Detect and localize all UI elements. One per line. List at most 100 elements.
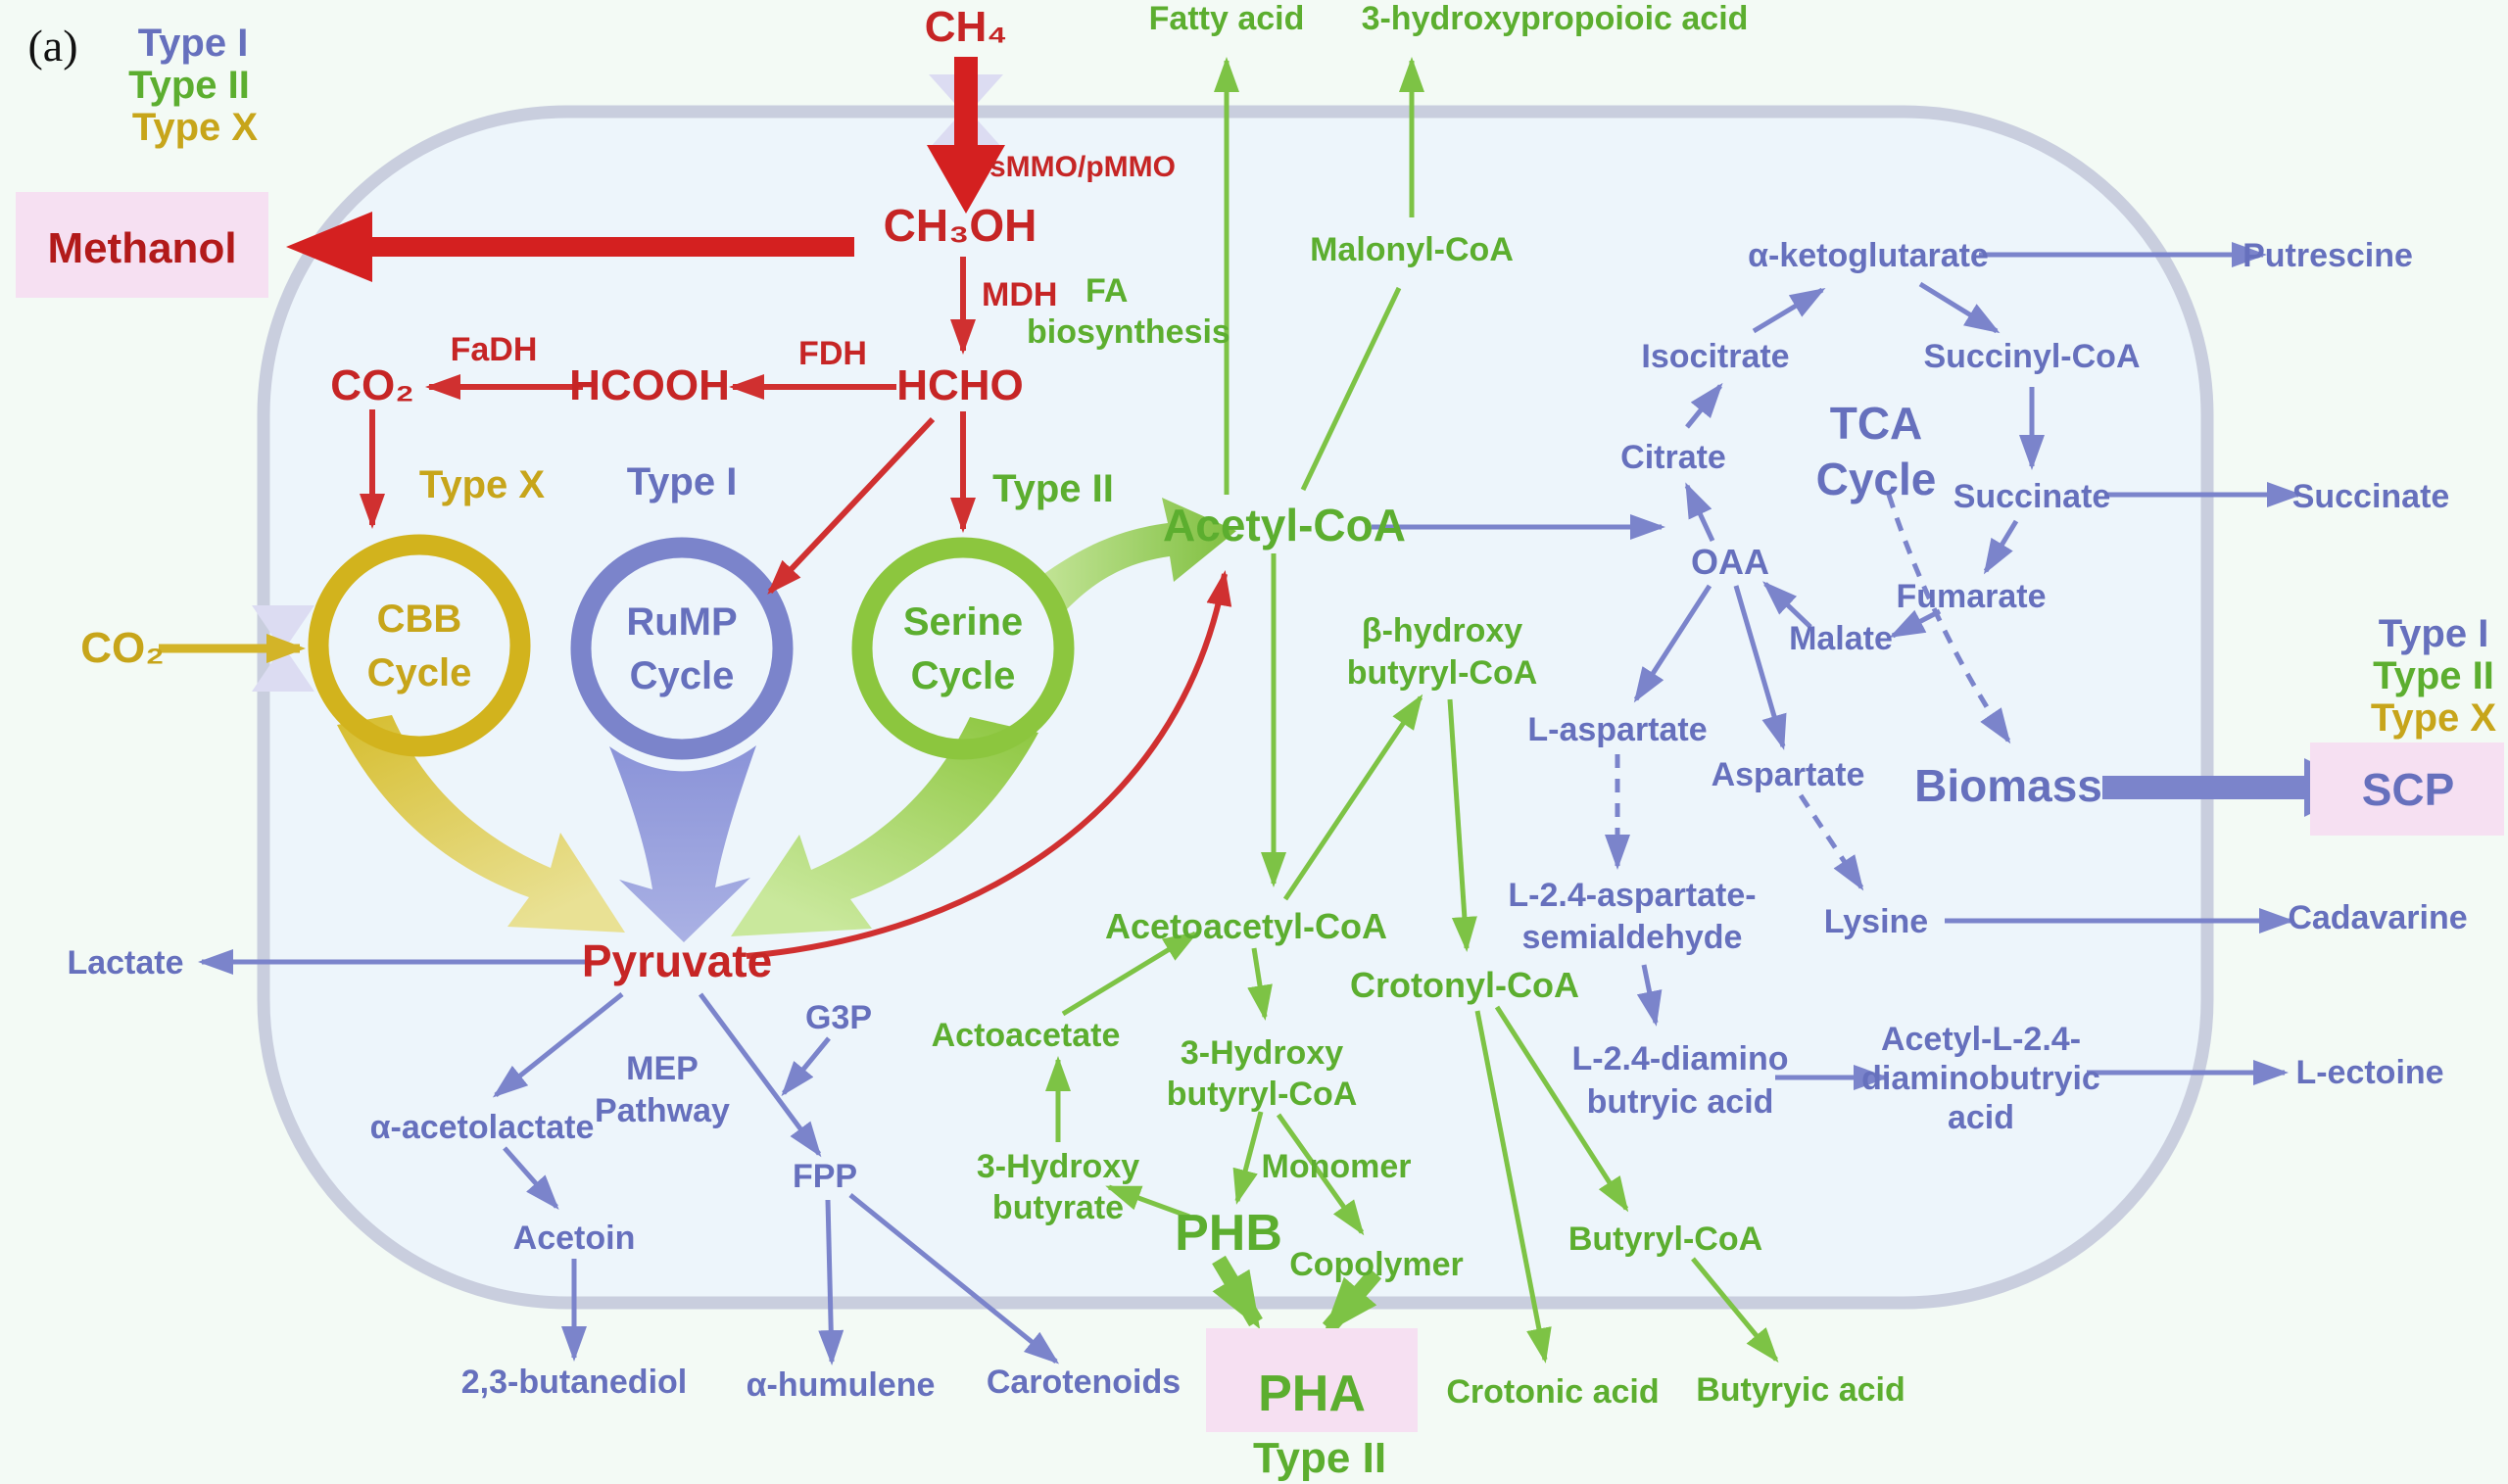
node-malonyl-coa: Malonyl-CoA (1310, 231, 1514, 268)
scp-box (2310, 742, 2504, 836)
arrow-ch3oh-to-methanol (286, 212, 854, 282)
node-hb: 3-Hydroxy (977, 1148, 1139, 1185)
node-oaa: OAA (1691, 542, 1769, 582)
arrow-succinate-to-fumarate (1983, 519, 2019, 575)
arrow-acetolactate-to-acetoin (503, 1146, 559, 1210)
arrow-ch4-into-cell (927, 57, 1005, 214)
arrow-copolymer-to-pha (1322, 1268, 1382, 1335)
node-co2-red: CO₂ (330, 361, 414, 409)
node-asp-semialdehyde2: semialdehyde (1522, 919, 1743, 956)
node-acetyl-dab2: diaminobutryic (1861, 1060, 2100, 1097)
serine-cycle-ring (851, 537, 1075, 760)
legend-left-type2: Type II (128, 64, 250, 107)
legend-right-type1: Type I (2379, 612, 2489, 655)
node-hb-coa2: butyryl-CoA (1167, 1076, 1358, 1113)
node-putrescine: Putrescine (2243, 237, 2413, 274)
node-crotonyl-coa: Crotonyl-CoA (1350, 965, 1579, 1005)
node-acetyl-dab: Acetyl-L-2.4- (1881, 1021, 2081, 1058)
node-fa-biosynthesis: biosynthesis (1027, 313, 1230, 351)
node-diamino2: butryic acid (1587, 1083, 1774, 1121)
type-label-serine: Type II (992, 467, 1114, 510)
tca-cycle-label2: Cycle (1816, 454, 1937, 504)
node-fatty-acid: Fatty acid (1149, 0, 1305, 37)
type-label-rump: Type I (627, 460, 738, 503)
node-l-aspartate: L-aspartate (1527, 711, 1707, 748)
legend-left-type1: Type I (138, 22, 249, 65)
node-g3p: G3P (805, 999, 872, 1036)
node-acetyl-coa: Acetyl-CoA (1163, 500, 1406, 551)
node-lysine: Lysine (1824, 903, 1928, 940)
enzyme-fadh: FaDH (451, 331, 538, 368)
node-hcooh: HCOOH (569, 361, 730, 409)
arrow-crotonyl-to-butyryl (1494, 1005, 1629, 1213)
node-l-ectoine: L-ectoine (2295, 1054, 2443, 1091)
node-butyryl-coa: Butyryl-CoA (1568, 1221, 1762, 1258)
node-diamino: L-2.4-diamino (1571, 1040, 1788, 1077)
arrow-akg-to-succinylcoa (1918, 281, 2001, 334)
node-hb-coa: 3-Hydroxy (1181, 1034, 1343, 1072)
enzyme-smmo-pmmo: sMMO/pMMO (989, 151, 1176, 183)
node-butyryic-acid: Butyryic acid (1696, 1371, 1905, 1409)
funnel-serine-to-pyruvate (731, 717, 1038, 936)
arrow-bhydroxy-to-crotonyl (1447, 698, 1477, 952)
node-fumarate: Fumarate (1896, 578, 2046, 615)
node-acetoin: Acetoin (513, 1220, 636, 1257)
arrow-fpp-to-carotenoids (848, 1193, 1060, 1364)
node-copolymer: Copolymer (1289, 1246, 1464, 1283)
figure-label: (a) (27, 21, 77, 71)
arrow-hcho-to-rump (767, 416, 936, 595)
node-acetolactate: α-acetolactate (370, 1109, 595, 1146)
node-crotonic-acid: Crotonic acid (1446, 1373, 1659, 1411)
node-malate: Malate (1789, 620, 1893, 657)
cbb-cycle-label2: Cycle (367, 651, 472, 694)
arrow-oaa-to-citrate (1684, 482, 1715, 543)
methanol-box (16, 192, 268, 298)
node-hcho: HCHO (896, 361, 1024, 409)
arrow-oaa-to-aspartate (1733, 585, 1787, 750)
arrow-pyruvate-to-acetylcoa (746, 570, 1232, 959)
node-bhydroxy: β-hydroxy (1362, 612, 1522, 649)
node-aspartate: Aspartate (1712, 756, 1865, 793)
node-butanediol: 2,3-butanediol (461, 1364, 687, 1401)
legend-left-typex: Type X (132, 106, 259, 149)
node-humulene: α-humulene (747, 1366, 936, 1404)
node-monomer: Monomer (1262, 1148, 1412, 1185)
arrow-malate-to-oaa (1762, 581, 1812, 629)
node-hb2: butyrate (992, 1189, 1124, 1226)
arrow-semialdehyde-to-diamino (1636, 964, 1663, 1027)
node-lactate: Lactate (67, 944, 183, 981)
node-succinate: Succinate (1953, 478, 2111, 515)
arrow-aspartate-to-lysine-dashed (1798, 793, 1864, 891)
node-methanol: Methanol (47, 224, 236, 272)
node-acetoacetyl-coa: Acetoacetyl-CoA (1105, 906, 1387, 946)
node-carotenoids: Carotenoids (987, 1364, 1181, 1401)
arrow-fumarate-to-malate (1889, 608, 1942, 639)
arrow-g3p-to-fpp (781, 1036, 831, 1097)
node-phb: PHB (1175, 1205, 1282, 1262)
arrow-pyruvate-to-fpp (698, 992, 822, 1158)
type-label-pha: Type II (1253, 1434, 1386, 1482)
node-akg: α-ketoglutarate (1748, 237, 1989, 274)
arrow-fpp-to-humulene (818, 1199, 844, 1365)
arrow-actoacetate-to-acetoacetyl (1061, 931, 1199, 1017)
arrow-acetoacetyl-to-bhydroxy (1282, 694, 1423, 901)
rump-cycle-label2: Cycle (630, 654, 735, 697)
node-mep: MEP (626, 1050, 699, 1087)
node-hp-acid: 3-hydroxypropoioic acid (1362, 0, 1749, 37)
arrow-butyryl-to-butyryic (1691, 1257, 1779, 1364)
node-pyruvate: Pyruvate (582, 935, 772, 986)
node-co2-yellow: CO₂ (80, 624, 165, 672)
arrow-pyruvate-to-acetolactate (492, 992, 624, 1098)
rump-cycle-label: RuMP (626, 600, 737, 644)
arrow-citrate-to-isocitrate (1685, 382, 1723, 429)
node-isocitrate: Isocitrate (1641, 338, 1789, 375)
line-acetylcoa-to-malonyl (1300, 286, 1402, 492)
node-succinyl-coa: Succinyl-CoA (1923, 338, 2140, 375)
legend-right-typex: Type X (2371, 696, 2497, 740)
node-mep2: Pathway (595, 1092, 730, 1129)
rump-cycle-ring (570, 537, 794, 760)
node-cadavarine: Cadavarine (2288, 899, 2467, 936)
node-ch3oh: CH₃OH (884, 200, 1037, 251)
node-acetyl-dab3: acid (1948, 1099, 2014, 1136)
